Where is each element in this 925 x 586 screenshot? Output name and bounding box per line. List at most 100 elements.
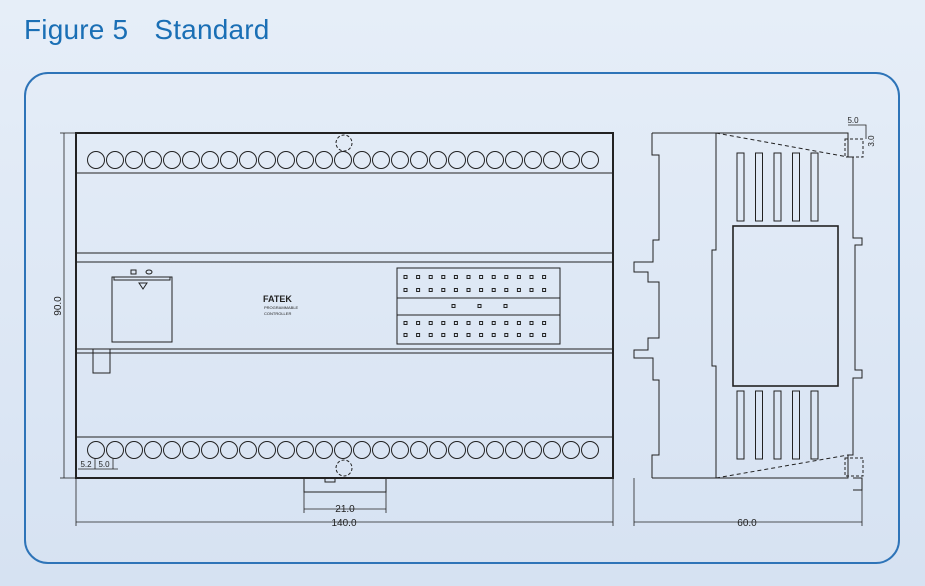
- terminal-screw: [391, 151, 409, 169]
- led-dot: [416, 288, 421, 292]
- figure-name: Standard: [154, 14, 270, 45]
- led-dot: [504, 321, 509, 325]
- figure-number: Figure 5: [24, 14, 129, 45]
- terminal-screw: [239, 151, 257, 169]
- led-dot: [503, 304, 508, 308]
- side-bottom-latch: [853, 477, 863, 491]
- terminal-screw: [182, 441, 200, 459]
- terminal-screw: [372, 151, 390, 169]
- led-dot: [416, 321, 421, 325]
- vent-slot-bottom: [736, 390, 745, 460]
- side-vent-slots: [736, 152, 819, 460]
- led-dot: [428, 275, 433, 279]
- terminal-screw: [353, 441, 371, 459]
- bottom-mounting-hole: [335, 459, 353, 477]
- rail-dim-mark: [848, 124, 867, 139]
- led-dot: [542, 275, 547, 279]
- led-dot: [441, 275, 446, 279]
- led-dot: [491, 275, 496, 279]
- terminal-screw: [296, 441, 314, 459]
- vent-slot-top: [736, 152, 745, 222]
- terminal-screw: [524, 441, 542, 459]
- led-dot: [441, 321, 446, 325]
- led-dot: [479, 275, 484, 279]
- led-dot: [416, 275, 421, 279]
- terminal-screw: [87, 441, 105, 459]
- front-body-outline: [75, 132, 614, 479]
- led-dot: [453, 321, 458, 325]
- terminal-screw: [486, 151, 504, 169]
- led-dot: [441, 288, 446, 292]
- terminal-screw: [144, 441, 162, 459]
- vent-slot-bottom: [755, 390, 763, 460]
- vent-slot-top: [755, 152, 763, 222]
- terminal-offset-label: 5.2: [80, 460, 92, 469]
- led-dot: [453, 275, 458, 279]
- led-dot: [491, 288, 496, 292]
- port-cover: [111, 276, 173, 343]
- terminal-screw: [106, 151, 124, 169]
- led-dot: [453, 333, 458, 337]
- vent-slot-bottom: [792, 390, 800, 460]
- led-dot: [504, 288, 509, 292]
- side-hidden-line-bottom: [715, 454, 849, 479]
- led-dot: [466, 321, 471, 325]
- top-terminal-row: [87, 151, 599, 169]
- port-cover-arrow-icon: [138, 282, 148, 290]
- vent-slot-top: [792, 152, 800, 222]
- figure-title: Figure 5 Standard: [24, 14, 270, 46]
- led-dot: [542, 333, 547, 337]
- brand-logo-text: FATEK: [263, 294, 292, 304]
- terminal-screw: [296, 151, 314, 169]
- terminal-screw: [429, 441, 447, 459]
- terminal-screw: [87, 151, 105, 169]
- led-dot: [466, 333, 471, 337]
- led-dot: [403, 321, 408, 325]
- terminal-screw: [315, 441, 333, 459]
- terminal-screw: [334, 151, 352, 169]
- din-clip: [303, 478, 387, 493]
- width-dim-label: 140.0: [331, 518, 356, 529]
- led-dot: [542, 288, 547, 292]
- led-dot: [441, 333, 446, 337]
- led-dot: [529, 275, 534, 279]
- terminal-screw: [448, 441, 466, 459]
- led-dot: [491, 321, 496, 325]
- terminal-screw: [524, 151, 542, 169]
- terminal-screw: [315, 151, 333, 169]
- terminal-screw: [581, 441, 599, 459]
- terminal-screw: [410, 151, 428, 169]
- led-dot: [466, 275, 471, 279]
- led-dot: [504, 275, 509, 279]
- led-dot: [491, 333, 496, 337]
- led-indicator-2: [145, 269, 153, 275]
- terminal-screw: [372, 441, 390, 459]
- terminal-pitch-label: 5.0: [98, 460, 110, 469]
- led-dot: [479, 333, 484, 337]
- terminal-screw: [429, 151, 447, 169]
- side-window: [732, 225, 839, 387]
- terminal-screw: [277, 441, 295, 459]
- terminal-screw: [163, 151, 181, 169]
- led-dot: [516, 275, 521, 279]
- rail-offset-x-label: 5.0: [847, 116, 859, 125]
- clip-dim-label: 21.0: [335, 504, 355, 515]
- terminal-screw: [334, 441, 352, 459]
- terminal-screw: [543, 151, 561, 169]
- vent-slot-bottom: [810, 390, 819, 460]
- led-dot: [466, 288, 471, 292]
- terminal-screw: [505, 151, 523, 169]
- terminal-screw: [467, 151, 485, 169]
- din-clip-slot: [324, 477, 336, 483]
- terminal-screw: [562, 151, 580, 169]
- terminal-screw: [144, 151, 162, 169]
- led-indicator-1: [130, 269, 137, 275]
- expansion-tab: [92, 348, 111, 374]
- terminal-screw: [467, 441, 485, 459]
- terminal-screw: [581, 151, 599, 169]
- front-view: [75, 132, 614, 493]
- led-dot: [416, 333, 421, 337]
- front-dimensions: [60, 132, 614, 526]
